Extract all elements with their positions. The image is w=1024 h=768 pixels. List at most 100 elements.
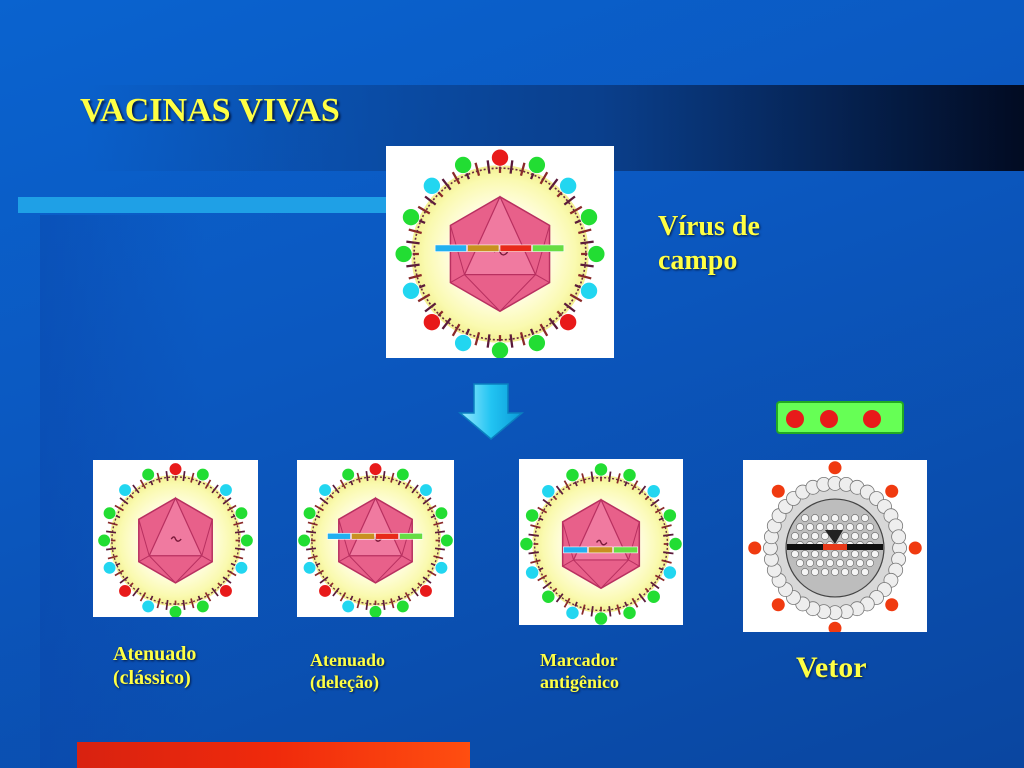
green-antigen-marker [541, 589, 556, 604]
cyan-antigen-marker [401, 281, 420, 300]
gene-segment [499, 244, 532, 252]
gene-segment [467, 244, 500, 252]
capsid-face [463, 195, 537, 276]
envelope-spike [307, 555, 318, 560]
red-antigen-marker [771, 598, 785, 612]
envelope-spike [156, 472, 161, 483]
core-lattice-bead [821, 550, 829, 558]
core-lattice-bead [816, 559, 824, 567]
red-antigen-dot [820, 410, 838, 428]
core-lattice-bead [841, 532, 849, 540]
cyan-antigen-marker [565, 605, 580, 620]
green-antigen-marker [454, 155, 473, 174]
core-lattice-bead [851, 568, 859, 576]
virus-icon [97, 462, 254, 617]
envelope-spike [441, 317, 452, 330]
envelope-spike [569, 293, 583, 303]
envelope-spike [539, 323, 549, 337]
core-lattice-bead [821, 514, 829, 522]
envelope-spike [204, 479, 212, 489]
envelope-spike [408, 273, 422, 280]
bottom-accent-bar [77, 742, 470, 768]
capsid-edge [175, 555, 203, 584]
genome-strand [170, 536, 182, 542]
envelope-spike [424, 302, 437, 313]
envelope-spike [650, 581, 660, 590]
green-antigen-marker [587, 245, 606, 263]
envelope-spike [411, 587, 419, 597]
green-antigen-marker [141, 467, 155, 482]
red-antigen-dot [863, 410, 881, 428]
core-lattice-bead [846, 523, 854, 531]
envelope-spike [548, 317, 559, 330]
envelope-spike [434, 547, 445, 551]
envelope-spike [569, 205, 583, 215]
core-lattice-bead [831, 550, 839, 558]
envelope-spike [433, 521, 444, 526]
envelope-spike [616, 473, 621, 484]
core-lattice-bead [826, 523, 834, 531]
envelope-spike [406, 240, 420, 245]
gene-segment [375, 532, 399, 540]
cyan-antigen-marker [118, 483, 132, 497]
envelope-spike [222, 576, 232, 584]
envelope-spike [306, 547, 317, 551]
envelope-spike [663, 533, 674, 537]
coat-bead [891, 529, 907, 545]
capsid-face [148, 496, 203, 557]
field-virus-icon [394, 148, 606, 358]
envelope-spike [406, 263, 420, 268]
core-lattice-bead [836, 559, 844, 567]
envelope-spike [424, 195, 437, 206]
capsid-edge [138, 555, 150, 563]
slide-title: VACINAS VIVAS [80, 92, 340, 129]
envelope-spike [106, 530, 117, 534]
core-lattice-bead [791, 550, 799, 558]
cyan-antigen-marker [341, 599, 355, 614]
virus-icon [297, 462, 454, 617]
envelope-spike [314, 504, 324, 512]
envelope-spike [509, 160, 514, 174]
capsid-face [348, 496, 403, 557]
core-lattice-bead [841, 514, 849, 522]
envelope-spike [119, 576, 129, 584]
envelope-spike [365, 471, 369, 482]
capsid-edge [375, 555, 403, 584]
gene-segment [351, 532, 375, 540]
envelope-spike [211, 587, 219, 597]
envelope-spike [528, 533, 539, 537]
green-antigen-marker [622, 605, 637, 620]
envelope-spike [319, 497, 329, 505]
core-lattice-bead [861, 568, 869, 576]
envelope-spike [227, 504, 237, 512]
cyan-antigen-marker [662, 565, 677, 580]
gene-segment [399, 532, 423, 540]
core-lattice-bead [861, 550, 869, 558]
envelope-spike [661, 559, 672, 564]
capsid-edge [562, 521, 575, 561]
green-antigen-marker [168, 605, 183, 617]
envelope-spike [132, 484, 140, 494]
field-virus-panel [386, 146, 614, 358]
core-lattice-bead [791, 532, 799, 540]
green-antigen-marker [668, 536, 683, 552]
green-antigen-marker [646, 589, 661, 604]
vector-virus-icon [748, 461, 922, 632]
envelope-spike [555, 485, 564, 495]
envelope-spike [509, 334, 514, 348]
envelope-spike [427, 504, 437, 512]
core-lattice-bead [851, 550, 859, 558]
envelope-spike [422, 497, 432, 505]
envelope-spike [474, 162, 481, 176]
red-antigen-marker [118, 584, 132, 598]
gene-segment [434, 244, 467, 252]
capsid-edge [600, 499, 640, 523]
red-antigen-marker [422, 313, 441, 332]
red-antigen-marker [908, 541, 922, 555]
red-antigen-dot [786, 410, 804, 428]
capsid-edge [450, 274, 465, 284]
capsid-edge [627, 521, 640, 561]
core-lattice-bead [801, 568, 809, 576]
envelope-spike [638, 485, 647, 495]
cyan-antigen-marker [525, 565, 540, 580]
